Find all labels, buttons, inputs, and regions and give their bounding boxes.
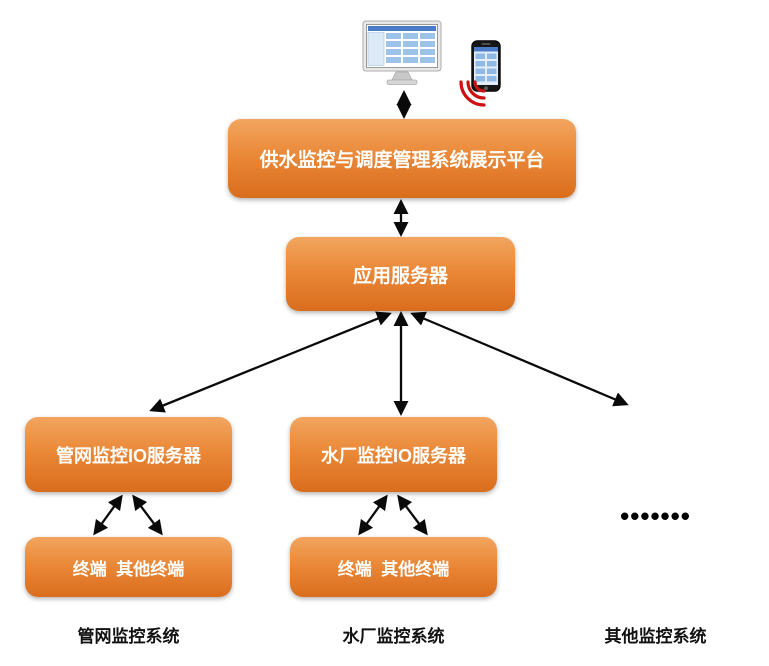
plant-terminals-box: 终端 其他终端	[290, 537, 497, 597]
pipe-io-server-label: 管网监控IO服务器	[55, 445, 201, 466]
platform-box: 供水监控与调度管理系统展示平台	[228, 119, 576, 198]
plant-terminals-label: 终端 其他终端	[337, 559, 450, 579]
wireless-signal-icon	[449, 80, 487, 118]
plant-io-server-box: 水厂监控IO服务器	[290, 417, 497, 492]
other-system-label: 其他监控系统	[604, 627, 707, 646]
app-server-box-label: 应用服务器	[352, 265, 448, 287]
pipe-system-label: 管网监控系统	[77, 627, 180, 646]
pipe-terminals-box: 终端 其他终端	[25, 537, 232, 597]
pipe-io-server-box: 管网监控IO服务器	[25, 417, 232, 492]
app-server-box: 应用服务器	[286, 237, 515, 311]
plant-system-label: 水厂监控系统	[342, 627, 445, 646]
plant-io-server-label: 水厂监控IO服务器	[320, 445, 466, 466]
desktop-monitor-icon	[362, 20, 442, 86]
smartphone-icon	[471, 40, 501, 92]
ellipsis-dots: •••••••	[620, 501, 691, 531]
pipe-terminals-label: 终端 其他终端	[72, 559, 185, 579]
platform-box-label: 供水监控与调度管理系统展示平台	[259, 150, 545, 171]
